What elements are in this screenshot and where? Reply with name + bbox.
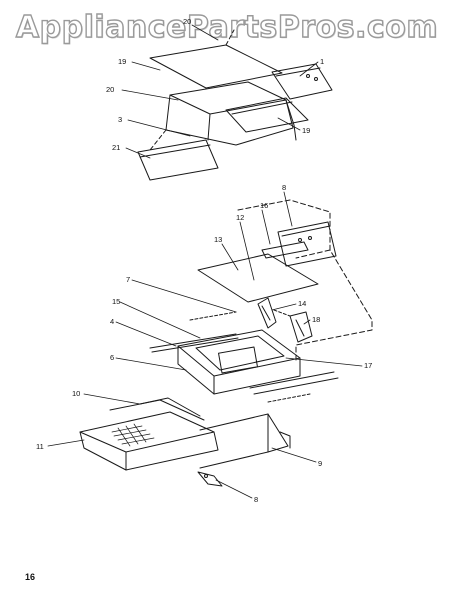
side-rail [249,371,335,389]
callout-19: 19 [302,126,310,135]
callout-9: 9 [318,459,322,468]
support-rail [149,333,237,349]
assembly-boundary [237,199,373,361]
inner-shelf-line [231,101,293,115]
bracket-hole [204,474,208,478]
assembly-line [273,309,291,317]
bracket-hole [308,236,312,240]
upper-shelf-assembly [137,29,333,181]
rail-line [275,67,321,77]
callout-20: 20 [183,17,191,26]
callout-10: 10 [72,389,80,398]
callout-8: 8 [282,183,286,192]
lower-drawer-assembly [79,199,373,487]
support-bracket [279,431,291,449]
glass-shelf-top [149,44,283,89]
trim-line [139,144,211,158]
cover-edge [207,113,211,141]
callout-20: 20 [106,85,114,94]
callout-11: 11 [36,442,44,451]
callout-17: 17 [364,361,372,370]
drawer-frame-outer [177,329,301,377]
drawer-front [79,431,219,471]
assembly-line [295,249,331,259]
leader-lines-lower [47,191,363,499]
rail-hole [306,74,310,78]
callout-14: 14 [298,299,306,308]
drawer-divider [139,397,201,417]
callout-labels: 20 19 1 20 3 19 21 8 16 12 13 7 14 15 18… [36,17,372,504]
shelf-rail [271,63,333,100]
drawer-top-rim [79,411,215,453]
shelf-clip [257,297,277,329]
crisper-cover-body [165,94,294,146]
drawer-support-frame [199,413,289,469]
callout-6: 6 [110,353,114,362]
callout-21: 21 [112,143,120,152]
callout-1: 1 [320,57,324,66]
callout-15: 15 [112,297,120,306]
callout-18: 18 [312,315,320,324]
callout-13: 13 [214,235,222,244]
mounting-bracket-lower [197,471,223,487]
assembly-line [225,29,235,46]
assembly-line [267,393,311,403]
bracket-line [281,225,331,237]
front-trim-strip [137,139,219,181]
callout-8: 8 [254,495,258,504]
callout-3: 3 [118,115,122,124]
callout-7: 7 [126,275,130,284]
side-rail-edge [253,377,339,395]
support-rail-edge [151,337,239,353]
drawer-back-wall [109,399,205,421]
drawer-glass-shelf [197,253,319,303]
watermark: AppliancePartsPros.com [15,9,439,45]
mounting-bracket-upper [277,221,337,267]
hinge-bracket [289,311,313,343]
trim-strip [261,241,309,259]
callout-12: 12 [236,213,244,222]
inner-shelf-insert [225,97,309,133]
leader-lines-upper [121,24,319,159]
page-number: 16 [25,572,36,582]
bracket-hole [298,238,302,242]
assembly-line [189,311,237,321]
cover-right-face [285,99,297,141]
callout-16: 16 [260,201,268,210]
rail-hole [314,77,318,81]
drawer-grate [111,423,155,447]
frame-opening [218,346,258,374]
callout-4: 4 [110,317,114,326]
assembly-line [149,129,167,151]
drawer-frame-inner [195,335,285,371]
callout-19: 19 [118,57,126,66]
